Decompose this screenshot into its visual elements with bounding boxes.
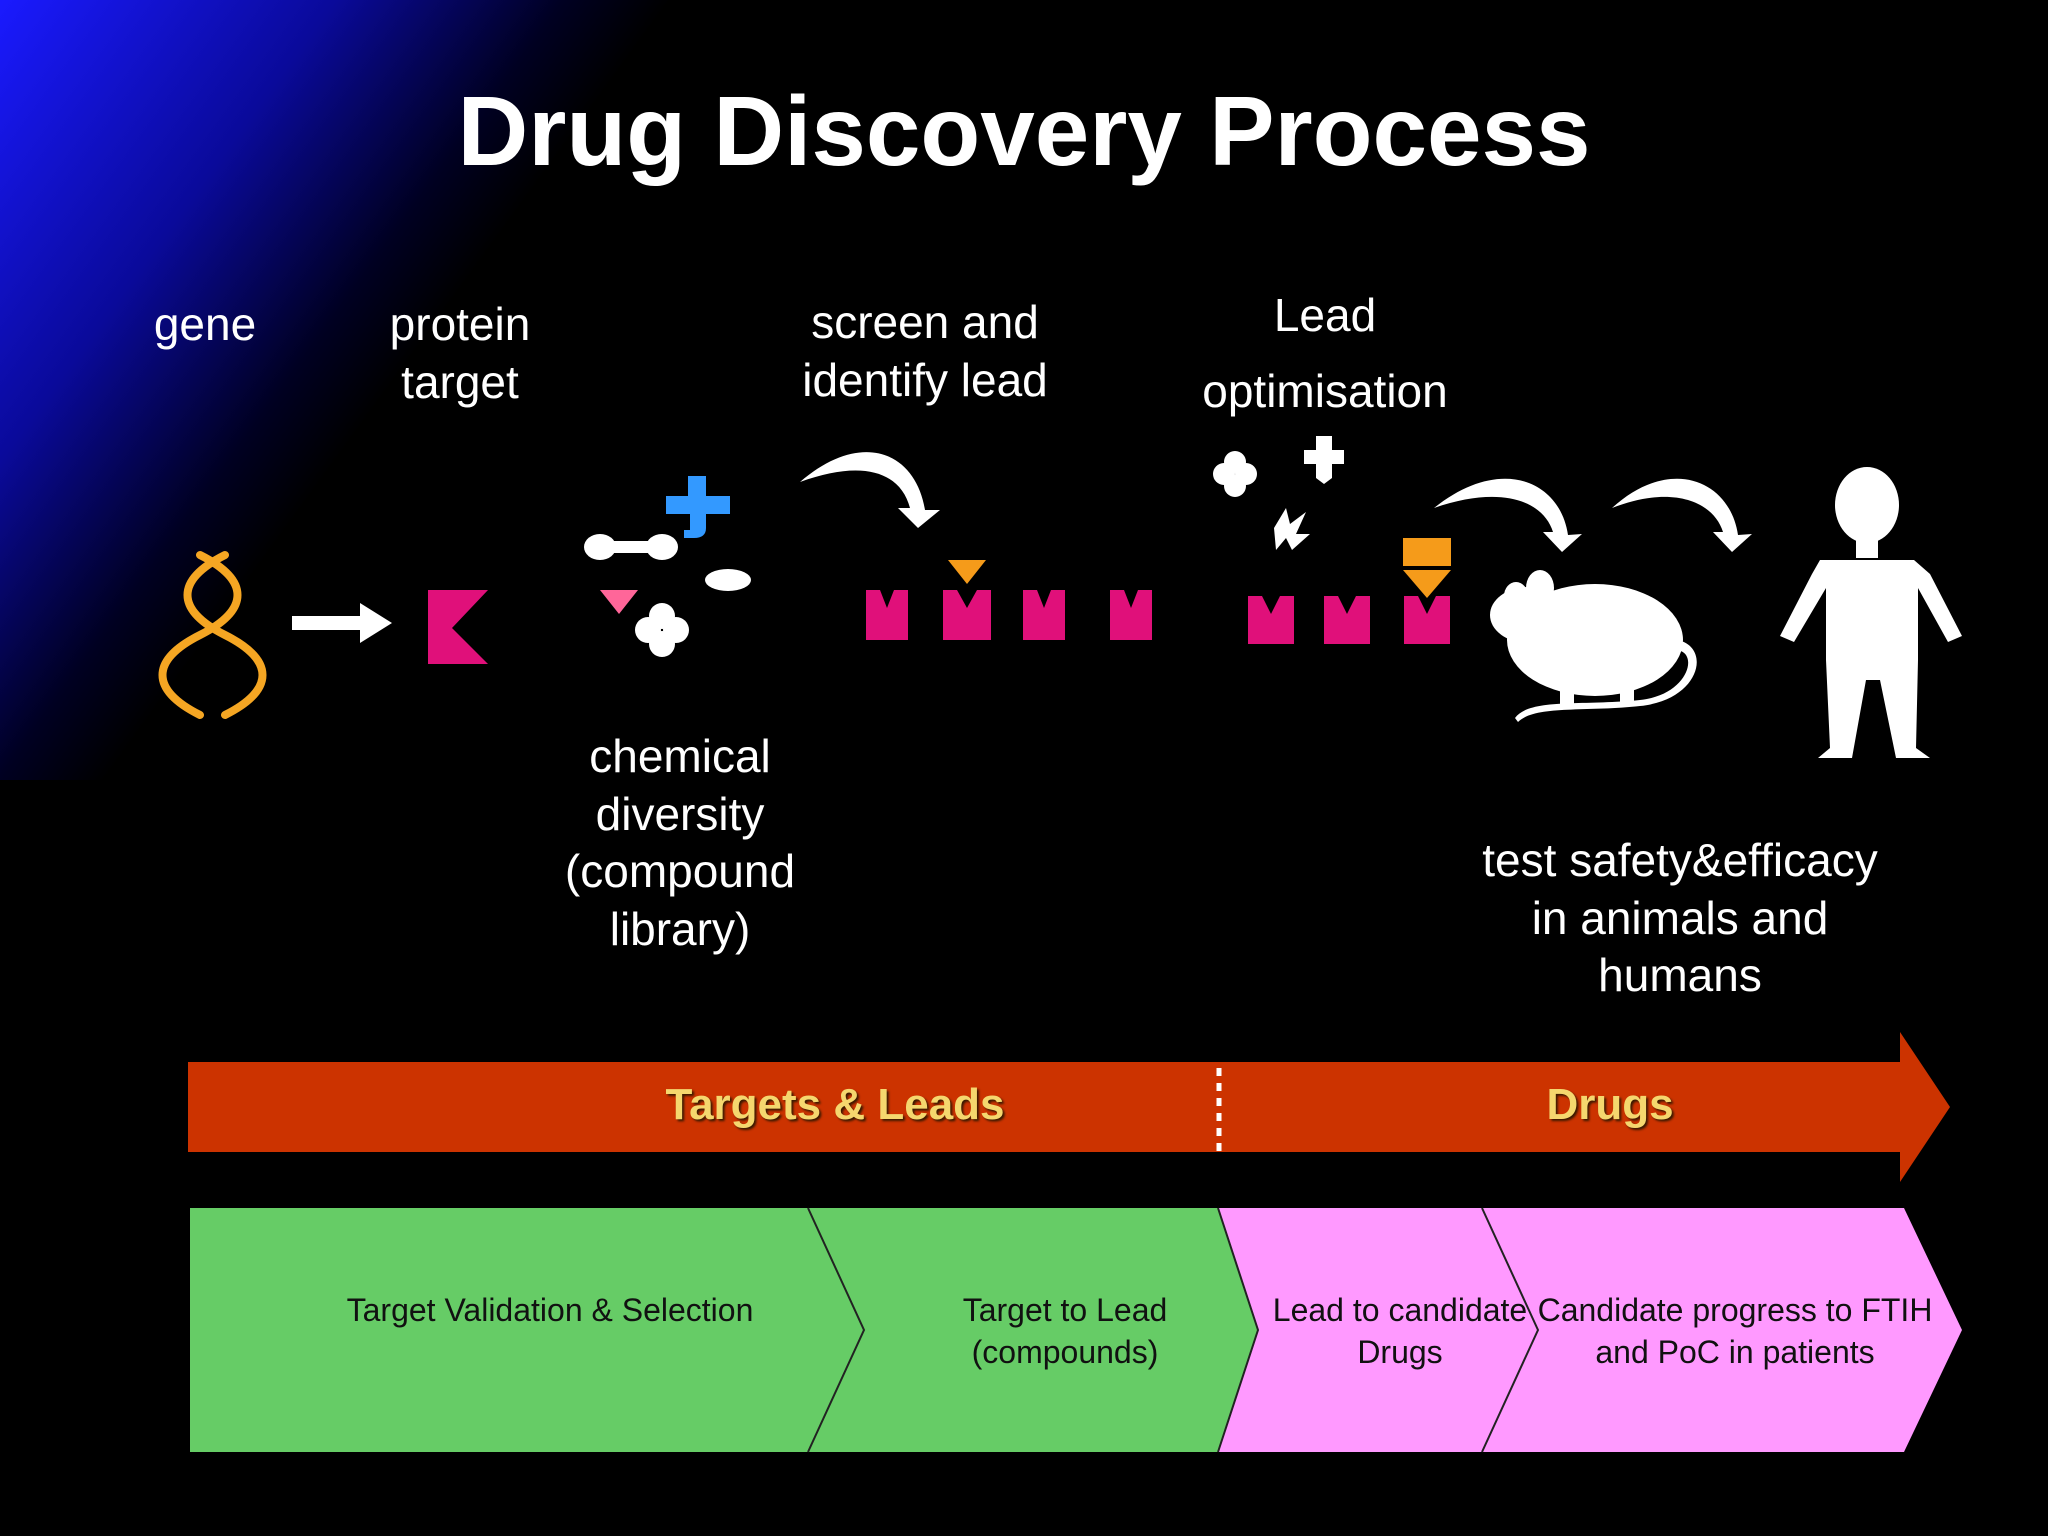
slide-title: Drug Discovery Process <box>457 76 1591 186</box>
curved-arrow-icon-3 <box>1612 478 1752 552</box>
phase-chevron-3 <box>1218 1208 1538 1452</box>
mouse-icon <box>1490 570 1697 722</box>
arrow-right-icon <box>292 603 392 643</box>
label-test-safety: test safety&efficacy in animals and huma… <box>1482 834 1878 1001</box>
timeline-band-arrow <box>188 1032 1950 1182</box>
curved-arrow-icon <box>800 452 940 528</box>
receptor-row-optimised <box>1248 596 1450 644</box>
receptor-row-screen <box>866 590 1152 640</box>
lead-compound-icon <box>948 560 986 584</box>
label-chemical-diversity: chemical diversity (compound library) <box>564 730 796 955</box>
band-label-targets-leads: Targets & Leads <box>665 1080 1005 1129</box>
label-screen-identify-lead: screen and identify lead <box>802 296 1048 406</box>
label-protein-target: protein target <box>389 298 531 408</box>
human-icon <box>1780 467 1962 758</box>
protein-target-icon <box>428 590 488 664</box>
phase-label-target-to-lead: Target to Lead (compounds) <box>962 1292 1168 1370</box>
curved-arrow-icon-2 <box>1434 478 1582 552</box>
label-lead-optimisation: Lead optimisation <box>1202 289 1448 417</box>
phase-chevron-2 <box>808 1208 1258 1452</box>
compound-icons <box>584 476 751 657</box>
phase-chevron-1 <box>190 1208 864 1452</box>
dna-icon <box>158 551 267 719</box>
phase-label-lead-to-candidate: Lead to candidate Drugs <box>1272 1292 1528 1370</box>
optimised-lead-icon <box>1403 538 1451 598</box>
band-label-drugs: Drugs <box>1546 1080 1674 1129</box>
label-gene: gene <box>153 298 257 350</box>
phase-chevron-4 <box>1482 1208 1962 1452</box>
phase-label-candidate-progress: Candidate progress to FTIH and PoC in pa… <box>1537 1292 1933 1370</box>
phase-label-target-validation: Target Validation & Selection <box>346 1292 754 1328</box>
optimisation-icons <box>1213 436 1344 550</box>
